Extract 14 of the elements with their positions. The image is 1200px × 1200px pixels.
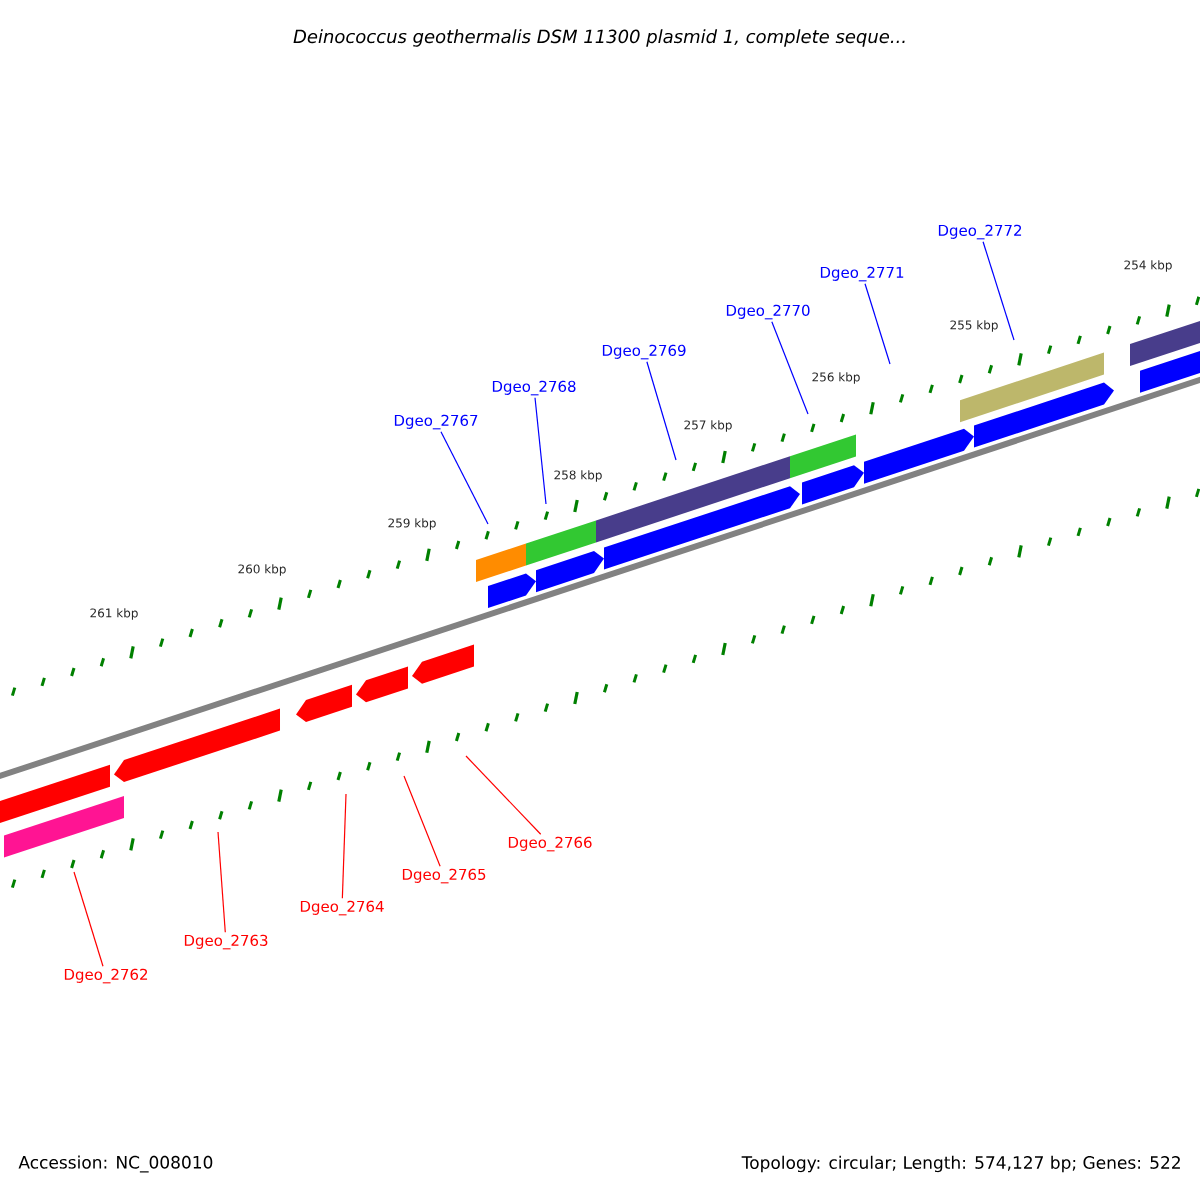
accession-text: Accession: NC_008010 <box>18 1155 213 1173</box>
leader-line <box>465 755 542 835</box>
leader-line <box>73 871 104 967</box>
leader-line <box>534 397 547 505</box>
leader-line <box>771 321 809 415</box>
leader-line <box>982 241 1015 341</box>
leader-line <box>646 361 677 461</box>
leader-line <box>403 775 441 867</box>
leader-line <box>440 431 489 525</box>
title: Deinococcus geothermalis DSM 11300 plasmid 1, complete seque... <box>293 29 905 47</box>
leader-line <box>864 283 891 365</box>
summary-text: Topology: circular; Length: 574,127 bp; Genes: 522 <box>741 1155 1180 1173</box>
leader-line <box>341 793 347 899</box>
leader-line <box>217 831 226 933</box>
